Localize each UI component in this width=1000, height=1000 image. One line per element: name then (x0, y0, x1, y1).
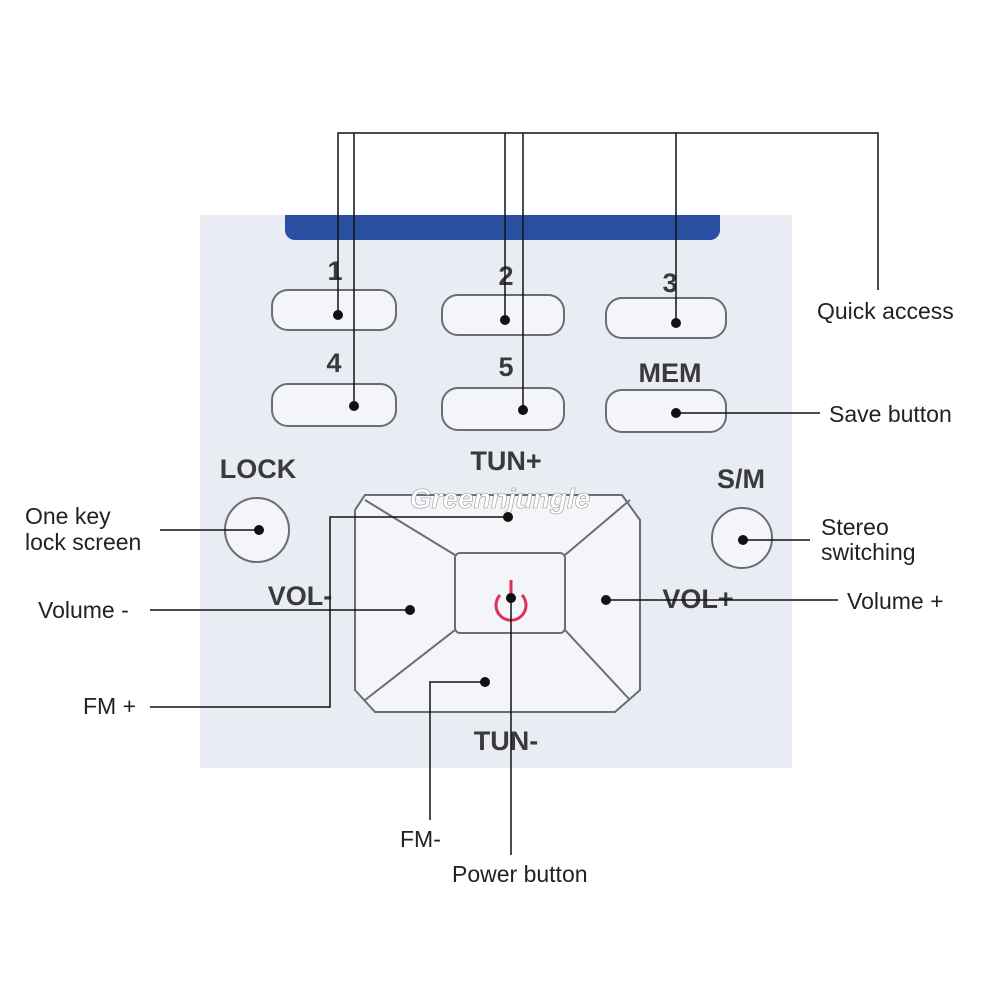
callout-lock-1: One key (25, 503, 111, 529)
svg-text:TUN+: TUN+ (470, 446, 541, 476)
svg-text:LOCK: LOCK (220, 454, 297, 484)
callout-volume-minus: Volume - (38, 597, 129, 623)
svg-text:2: 2 (498, 261, 513, 291)
key-4[interactable] (271, 383, 397, 427)
svg-text:4: 4 (326, 348, 341, 378)
key-2[interactable] (441, 294, 565, 336)
callout-lock-2: lock screen (25, 529, 142, 555)
svg-text:VOL-: VOL- (268, 581, 333, 611)
callout-power: Power button (452, 861, 588, 887)
key-1[interactable] (271, 289, 397, 331)
callout-fm-plus: FM + (83, 693, 137, 719)
svg-text:TUN-: TUN- (474, 726, 538, 756)
svg-text:VOL+: VOL+ (662, 584, 733, 614)
svg-text:S/M: S/M (717, 464, 765, 494)
svg-text:3: 3 (662, 268, 677, 298)
callout-stereo-2: switching (821, 539, 916, 565)
watermark: Greennjungle (410, 483, 590, 514)
callout-quick-access: Quick access (817, 298, 954, 324)
svg-text:MEM: MEM (639, 358, 702, 388)
callout-stereo-1: Stereo (821, 514, 889, 540)
leader-lines (150, 132, 879, 855)
svg-text:1: 1 (327, 256, 342, 286)
key-mem[interactable] (605, 389, 727, 433)
callout-volume-plus: Volume + (847, 588, 944, 614)
callout-save: Save button (829, 401, 952, 427)
key-3[interactable] (605, 297, 727, 339)
callout-fm-minus: FM- (400, 826, 441, 852)
key-5[interactable] (441, 387, 565, 431)
svg-text:5: 5 (498, 352, 513, 382)
